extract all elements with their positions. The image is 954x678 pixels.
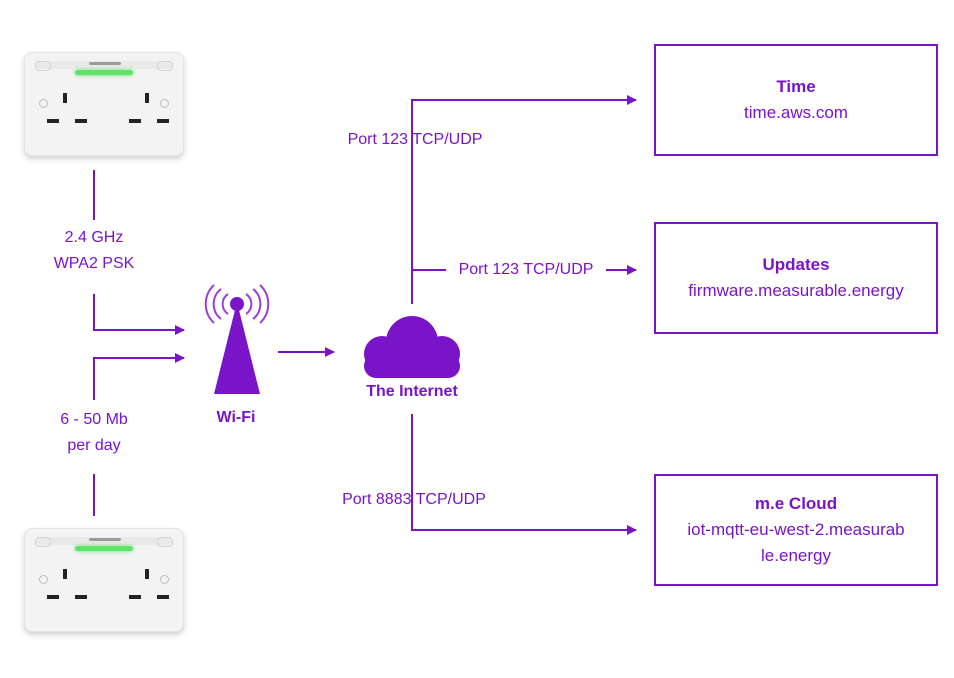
socket-top-line-lower bbox=[93, 294, 185, 335]
service-host: iot-mqtt-eu-west-2.measurable.energy bbox=[687, 520, 905, 565]
service-title: Updates bbox=[762, 255, 830, 274]
service-box-time: Time time.aws.com bbox=[654, 44, 938, 156]
service-host: firmware.measurable.energy bbox=[688, 281, 904, 300]
internet-to-cloud-line bbox=[411, 414, 637, 535]
port-label-cloud: Port 8883 TCP/UDP bbox=[342, 491, 486, 508]
usage-period-label: per day bbox=[67, 437, 121, 454]
port-label-time: Port 123 TCP/UDP bbox=[347, 131, 483, 148]
port-label-updates: Port 123 TCP/UDP bbox=[458, 261, 594, 278]
usage-label: 6 - 50 Mb bbox=[60, 411, 128, 428]
smart-socket-top bbox=[24, 52, 184, 156]
cloud-icon bbox=[364, 316, 460, 378]
service-title: m.e Cloud bbox=[754, 494, 838, 513]
smart-socket-bottom bbox=[24, 528, 184, 632]
wifi-antenna-icon bbox=[204, 284, 270, 394]
service-host: time.aws.com bbox=[744, 103, 848, 122]
internet-to-time-line bbox=[411, 95, 637, 304]
internet-label: The Internet bbox=[366, 383, 458, 400]
service-title: Time bbox=[776, 77, 816, 96]
socket-bottom-line-upper bbox=[93, 353, 185, 400]
status-led bbox=[75, 546, 133, 551]
wifi-label: Wi-Fi bbox=[216, 409, 256, 426]
status-led bbox=[75, 70, 133, 75]
security-label: WPA2 PSK bbox=[53, 255, 135, 272]
service-box-cloud: m.e Cloud iot-mqtt-eu-west-2.measurable.… bbox=[654, 474, 938, 586]
service-box-updates: Updates firmware.measurable.energy bbox=[654, 222, 938, 334]
radio-band-label: 2.4 GHz bbox=[64, 229, 124, 246]
